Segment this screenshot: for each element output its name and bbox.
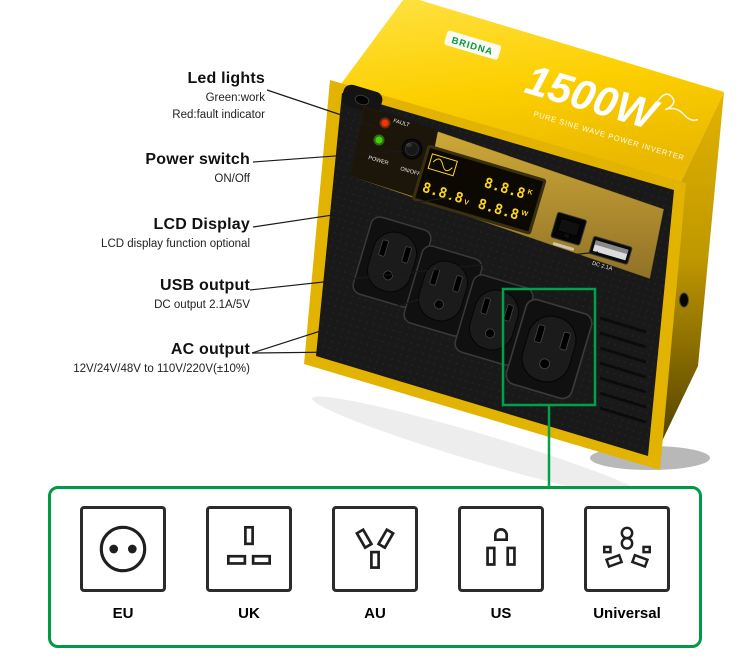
plug-box-au — [332, 506, 418, 592]
plug-item-au: AU — [329, 506, 421, 645]
plug-label-uk: UK — [238, 605, 260, 622]
annotation-title: USB output — [160, 277, 250, 294]
plug-icon-eu — [99, 525, 147, 573]
callout-line-lcd-display — [252, 196, 453, 228]
annotation-line: Red:fault indicator — [172, 109, 265, 122]
mount-hole-right-icon — [679, 292, 689, 308]
plug-label-universal: Universal — [593, 605, 661, 622]
plug-box-uk — [206, 506, 292, 592]
lcd-screen — [415, 148, 544, 232]
annotation-line: DC output 2.1A/5V — [154, 299, 250, 311]
lcd-right-bottom-unit: W — [520, 210, 529, 219]
annotation-title: Power switch — [145, 151, 250, 168]
annotation-line: ON/Off — [214, 173, 250, 185]
drop-shadow — [312, 396, 648, 500]
plug-icon-uk — [226, 525, 272, 565]
plug-box-universal — [584, 506, 670, 592]
annotation-ac-output: AC output 12V/24V/48V to 110V/220V(±10%) — [5, 341, 250, 376]
lcd-right-top-unit: K — [527, 189, 534, 197]
ac-outlet-3 — [454, 274, 534, 366]
power-led-label: POWER — [367, 155, 389, 167]
script-flourish — [655, 93, 699, 122]
annotation-usb-output: USB output DC output 2.1A/5V — [5, 277, 250, 312]
plug-label-au: AU — [364, 605, 386, 622]
plug-label-us: US — [490, 605, 512, 622]
ac-outlet-4 — [505, 298, 593, 400]
ac-outlet-2 — [403, 245, 483, 337]
callout-line-led-lights — [266, 89, 378, 128]
inverter-top-face — [338, 0, 724, 188]
annotation-line: 12V/24V/48V to 110V/220V(±10%) — [73, 363, 250, 375]
vent-slots — [599, 316, 647, 424]
annotation-power-switch: Power switch ON/Off — [5, 151, 250, 186]
annotation-line: Green:work — [205, 92, 265, 104]
sine-wave-icon — [427, 153, 458, 177]
annotation-lcd-display: LCD Display LCD display function optiona… — [5, 216, 250, 251]
port-label-mark — [552, 242, 575, 251]
switch-label: ON/OFF — [399, 166, 421, 178]
plug-item-eu: EU — [77, 506, 169, 645]
plug-icon-universal — [603, 526, 651, 569]
plug-icon-us — [486, 528, 516, 566]
control-strip-led-zone — [350, 106, 438, 200]
annotation-title: AC output — [170, 341, 250, 358]
annotation-led-lights: Led lights Green:work Red:fault indicato… — [20, 70, 265, 123]
plug-label-eu: EU — [112, 605, 134, 622]
power-switch-button — [401, 138, 423, 160]
callout-line-ac-output-2 — [251, 350, 435, 354]
lcd-display: 8.8.8 V 8.8.8 K 8.8.8 W — [412, 145, 547, 235]
power-led-icon — [375, 136, 383, 144]
plug-types-panel: EU UK — [48, 486, 702, 648]
annotation-title: Led lights — [187, 70, 265, 87]
annotation-title: LCD Display — [153, 216, 250, 233]
plug-item-us: US — [455, 506, 547, 645]
callout-line-ac-output-1 — [251, 298, 421, 354]
inverter-side-face — [652, 92, 724, 462]
fault-led-icon — [381, 119, 389, 127]
plug-item-universal: Universal — [581, 506, 673, 645]
annotation-line: LCD display function optional — [101, 238, 250, 250]
fault-led-label: FAULT — [392, 118, 410, 129]
lcd-left-unit: V — [463, 199, 470, 207]
mount-hole-left-icon — [354, 94, 370, 106]
callout-line-power-switch — [252, 150, 404, 163]
ac-outlet-1 — [352, 216, 432, 308]
plug-box-eu — [80, 506, 166, 592]
plug-icon-au — [355, 527, 395, 569]
plug-item-uk: UK — [203, 506, 295, 645]
plug-box-us — [458, 506, 544, 592]
remote-port — [550, 211, 587, 251]
callout-line-usb-output — [249, 251, 599, 291]
usb-port: DC 2.1A — [588, 235, 633, 273]
usb-label: DC 2.1A — [591, 261, 613, 273]
